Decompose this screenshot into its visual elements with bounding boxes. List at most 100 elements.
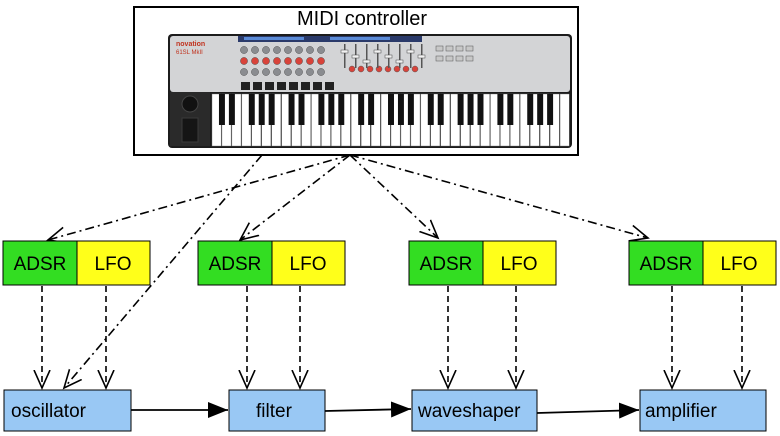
black-key <box>507 94 514 125</box>
module-oscillator: oscillator <box>3 389 132 432</box>
black-key <box>467 94 474 125</box>
adsr-label-3: ADSR <box>420 254 473 275</box>
knob <box>402 65 410 73</box>
white-key <box>559 93 570 147</box>
knob <box>262 46 270 54</box>
black-key <box>527 94 534 125</box>
knob <box>306 68 314 76</box>
lfo-label-1: LFO <box>95 254 132 275</box>
drum-pads <box>241 82 334 90</box>
black-key <box>318 94 325 125</box>
modulator-group-1: ADSR LFO <box>2 240 151 286</box>
knob <box>348 65 356 73</box>
drum-pad <box>241 82 250 90</box>
knob <box>295 46 303 54</box>
knob <box>317 68 325 76</box>
control-line-adsr-lfo-3 <box>349 154 438 238</box>
black-keys <box>218 94 554 125</box>
drum-pad <box>301 82 310 90</box>
fader-track <box>366 44 368 68</box>
module-label-waveshaper: waveshaper <box>417 401 521 422</box>
knob <box>273 68 281 76</box>
black-key <box>477 94 484 125</box>
control-line-oscillator <box>64 154 263 388</box>
model-text: 61SL MkII <box>176 50 203 56</box>
button <box>465 55 474 62</box>
modulator-group-2: ADSR LFO <box>197 240 346 286</box>
button <box>455 45 464 52</box>
modulator-group-3: ADSR LFO <box>408 240 557 286</box>
lfo-label-3: LFO <box>501 254 538 275</box>
fader-cap <box>384 54 393 59</box>
knob <box>366 65 374 73</box>
fader-cap <box>406 49 415 54</box>
black-key <box>218 94 225 125</box>
black-key <box>497 94 504 125</box>
knob <box>284 68 292 76</box>
knob <box>262 68 270 76</box>
knob <box>251 57 259 65</box>
knob <box>284 57 292 65</box>
lfo-box-4 <box>702 240 777 286</box>
lfo-box-3 <box>482 240 557 286</box>
knob <box>306 46 314 54</box>
knob <box>240 68 248 76</box>
black-key <box>268 94 275 125</box>
fader-cap <box>362 59 371 64</box>
module-label-amplifier: amplifier <box>645 401 717 422</box>
knob <box>273 57 281 65</box>
adsr-label-4: ADSR <box>640 254 693 275</box>
drum-pad <box>313 82 322 90</box>
black-key <box>358 94 365 125</box>
fader-cap <box>351 54 360 59</box>
button <box>445 45 454 52</box>
module-label-filter: filter <box>256 401 293 422</box>
signal-arrow-waveshaper-amplifier <box>536 402 640 419</box>
black-key <box>427 94 434 125</box>
black-key <box>368 94 375 125</box>
black-key <box>248 94 255 125</box>
button <box>445 55 454 62</box>
knob <box>295 57 303 65</box>
adsr-box-3 <box>408 240 484 286</box>
signal-arrow-filter-waveshaper <box>324 401 412 418</box>
knob <box>306 57 314 65</box>
knob-rows <box>240 46 419 76</box>
lfo-label-2: LFO <box>290 254 327 275</box>
black-key <box>388 94 394 125</box>
controller-title: MIDI controller <box>297 8 427 30</box>
midi-control-lines <box>48 154 648 388</box>
module-filter: filter <box>228 389 326 432</box>
knob <box>251 68 259 76</box>
adsr-box-4 <box>628 240 704 286</box>
control-line-adsr-lfo-1 <box>48 154 351 240</box>
black-key <box>298 94 305 125</box>
drum-pad <box>325 82 334 90</box>
lfo-label-4: LFO <box>721 254 758 275</box>
lfo-box-2 <box>271 240 346 286</box>
midi-keyboard-picture: novation 61SL MkII <box>168 34 572 148</box>
black-key <box>547 94 554 125</box>
black-key <box>397 94 404 125</box>
adsr-label-2: ADSR <box>209 254 262 275</box>
knob <box>262 57 270 65</box>
black-key <box>537 94 544 125</box>
knob <box>375 65 383 73</box>
white-keys <box>211 93 570 147</box>
module-waveshaper: waveshaper <box>411 389 538 432</box>
module-amplifier: amplifier <box>639 389 767 432</box>
black-key <box>407 94 414 125</box>
adsr-label-1: ADSR <box>14 254 67 275</box>
fader-track <box>344 44 346 68</box>
modulation-arrows <box>42 286 742 388</box>
brand-text: novation <box>176 41 205 48</box>
drum-pad <box>253 82 262 90</box>
knob <box>240 57 248 65</box>
knob <box>251 46 259 54</box>
knob <box>295 68 303 76</box>
lfo-box-1 <box>76 240 151 286</box>
black-key <box>338 94 345 125</box>
black-key <box>457 94 464 125</box>
signal-flow-arrows <box>131 401 640 419</box>
